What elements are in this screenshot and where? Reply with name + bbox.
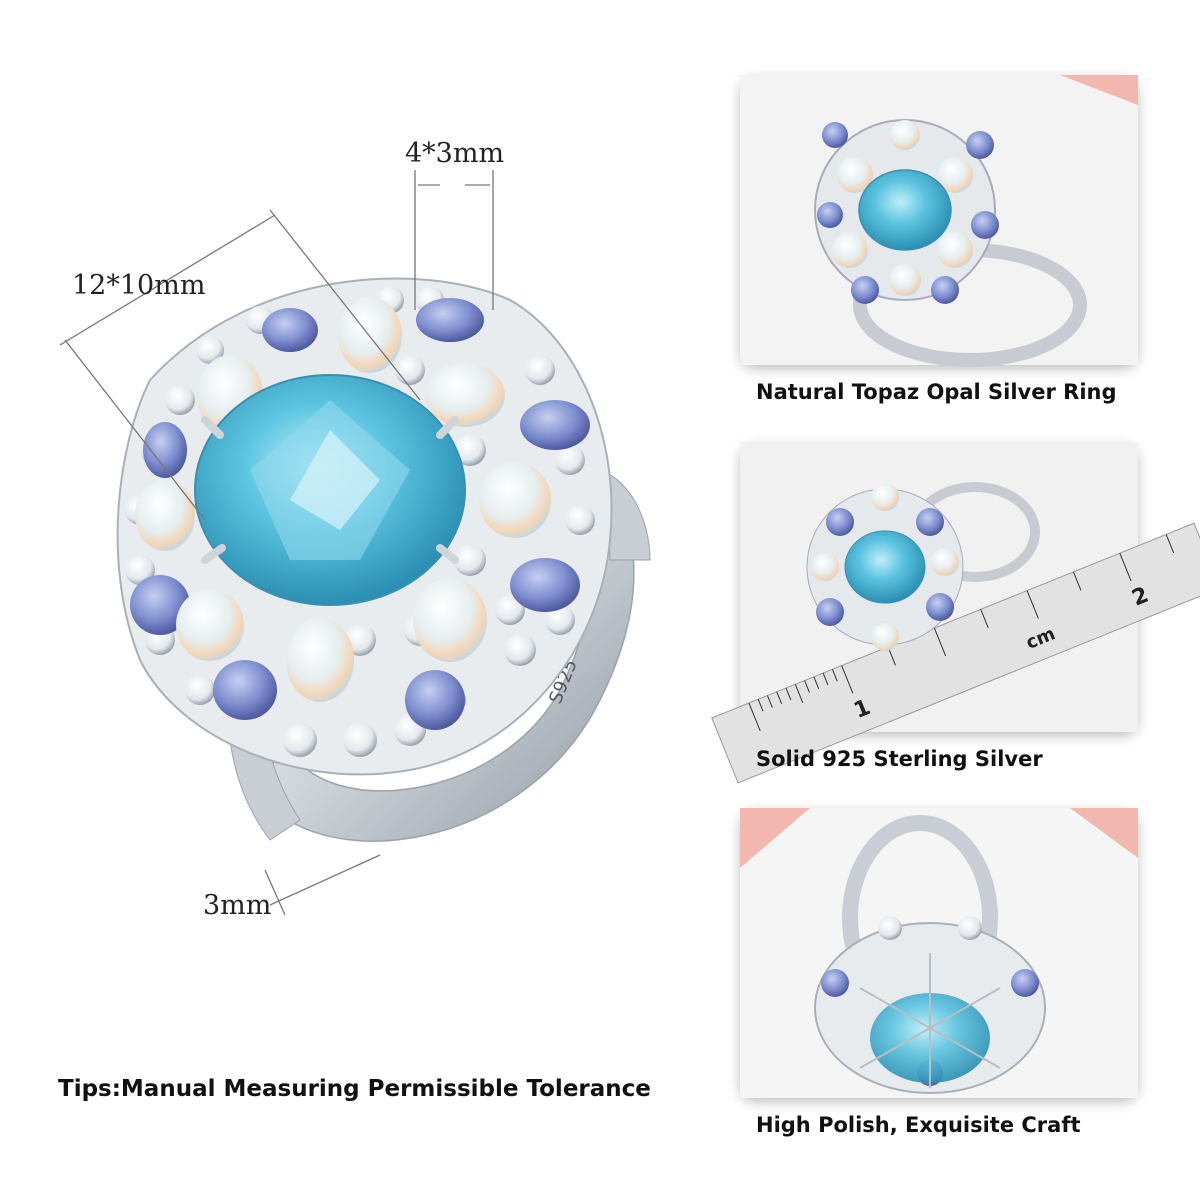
measuring-ruler: cm 1 2 <box>711 522 1200 784</box>
band-width-dimension: 3mm <box>203 890 272 921</box>
tanzanite-stones <box>130 298 590 730</box>
product-photo-ruler: cm 1 2 <box>711 442 1200 784</box>
opal-stones <box>135 297 551 702</box>
panel-caption-3: High Polish, Exquisite Craft <box>756 1113 1081 1137</box>
center-stone-dimension: 12*10mm <box>72 270 206 301</box>
panel-caption-2: Solid 925 Sterling Silver <box>756 747 1043 771</box>
product-photo-side <box>740 808 1138 1098</box>
main-ring-figure: S925 <box>0 0 700 1000</box>
ring-with-ruler: cm 1 2 <box>711 442 1200 784</box>
side-stone-dimension: 4*3mm <box>405 138 505 169</box>
opal-ring-cluster <box>817 120 999 304</box>
tolerance-tip: Tips:Manual Measuring Permissible Tolera… <box>58 1076 651 1102</box>
product-photo-top <box>740 75 1138 367</box>
ring-top-view <box>740 75 1138 367</box>
center-topaz <box>194 374 466 606</box>
panel-caption-1: Natural Topaz Opal Silver Ring <box>756 380 1117 404</box>
ring-illustration: S925 <box>59 170 651 916</box>
ring-side-view <box>740 808 1138 1098</box>
ruler-ring-stones <box>811 483 959 651</box>
dimension-lines <box>59 170 494 916</box>
